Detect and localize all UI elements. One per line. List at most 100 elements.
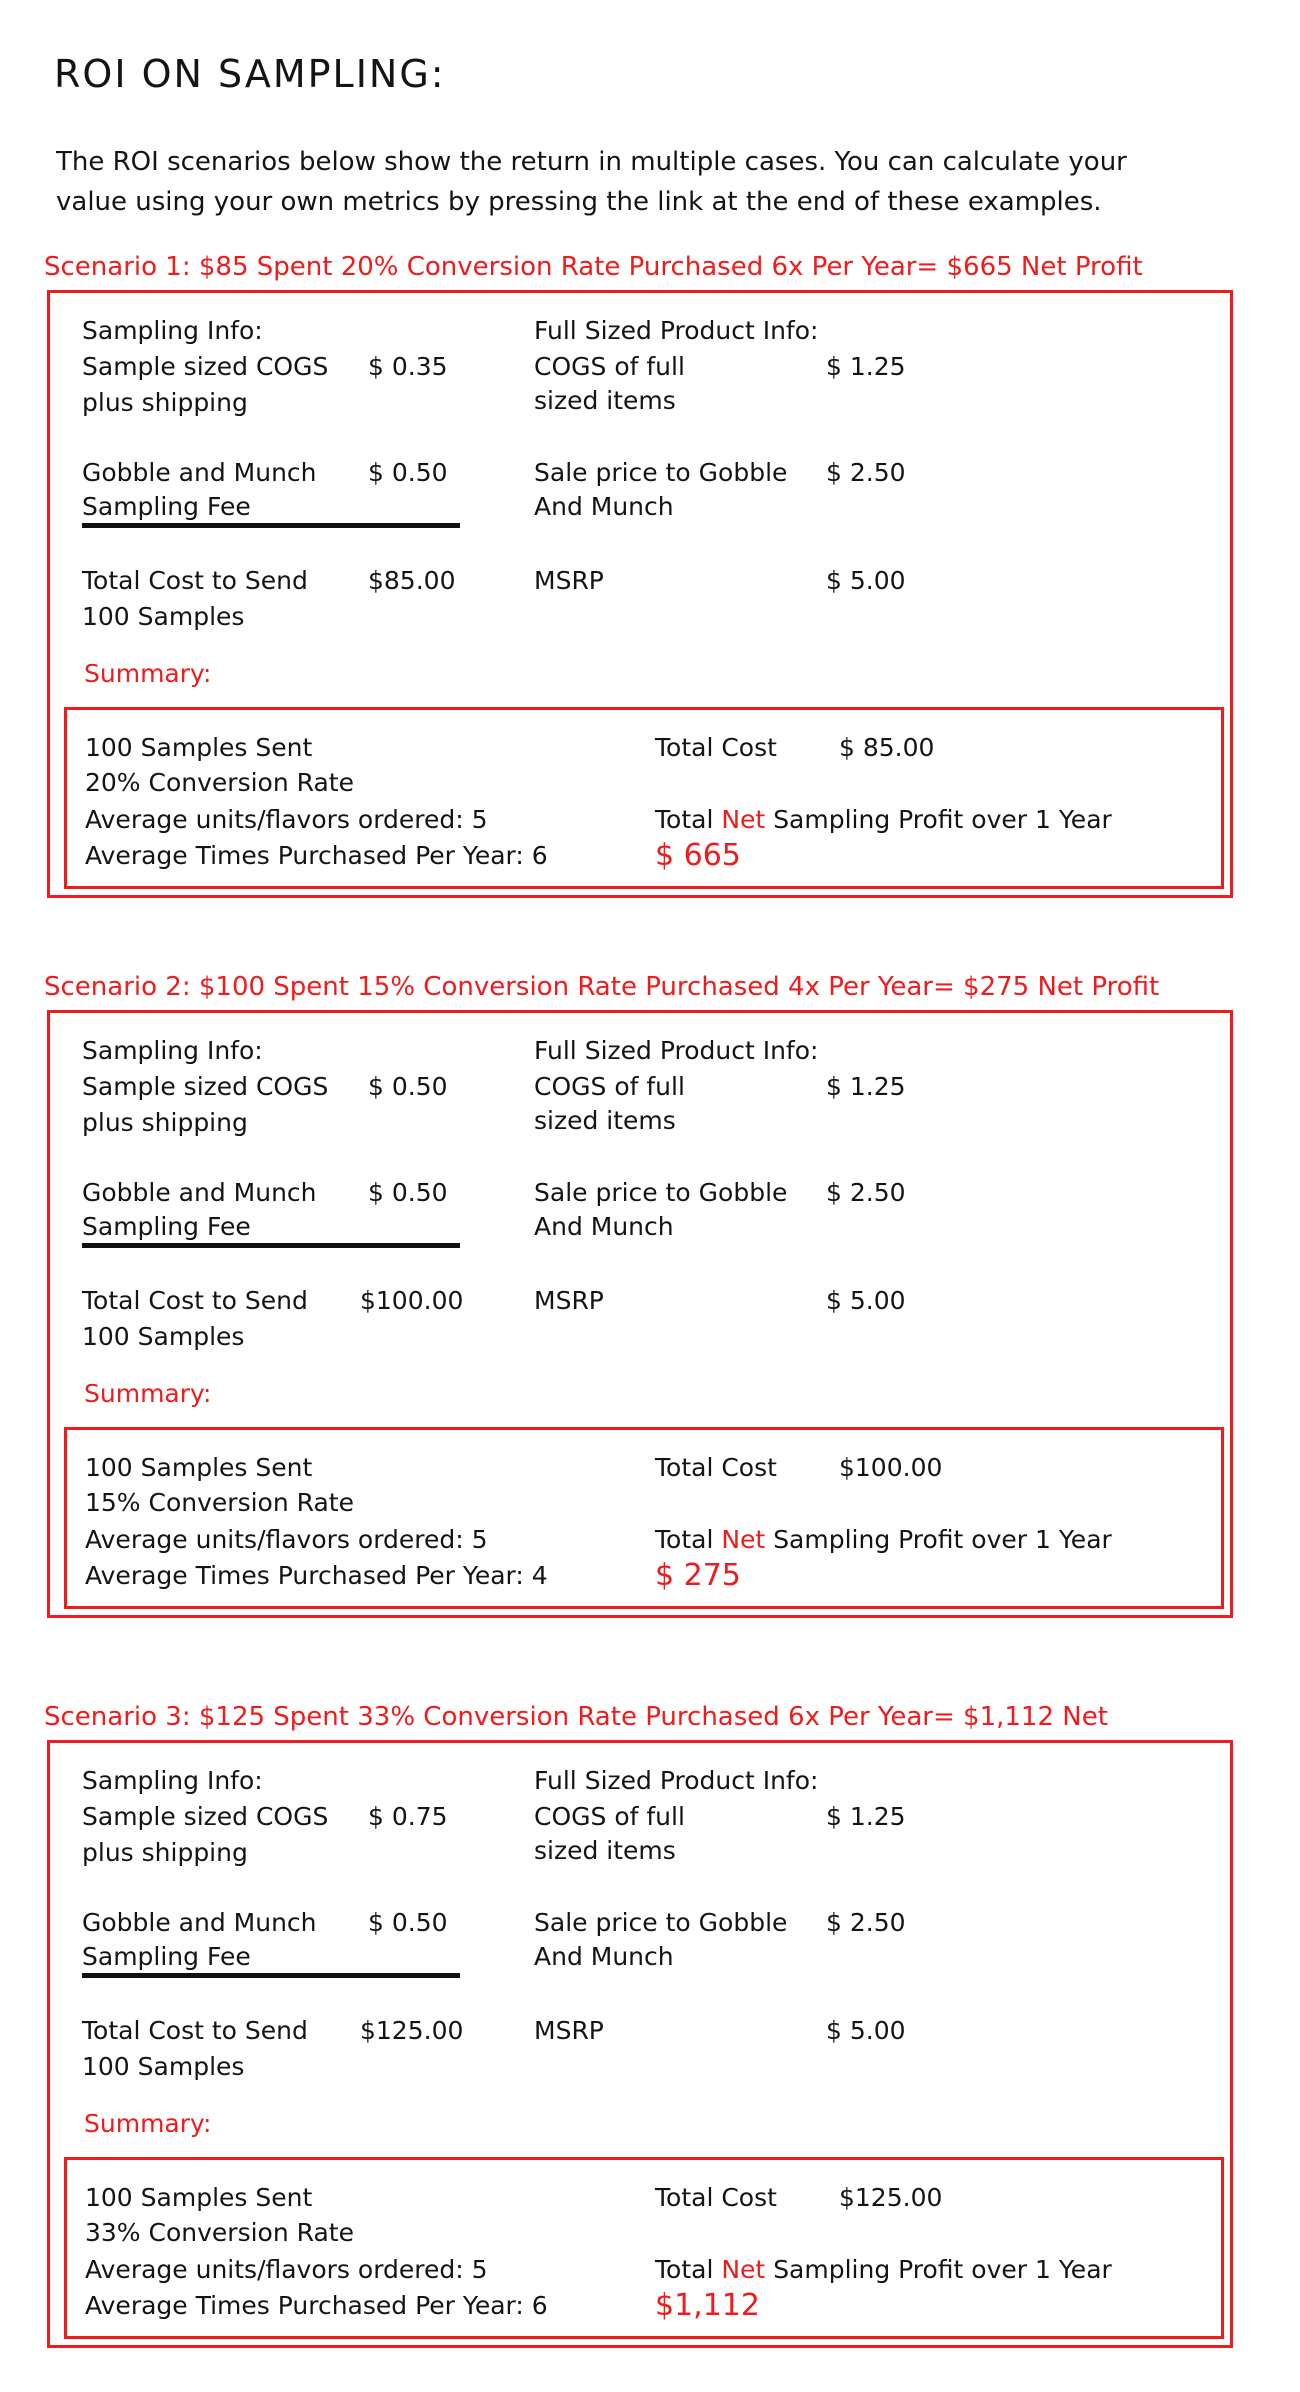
samples-label: 100 Samples (82, 2052, 245, 2081)
sample-cogs-value: $ 0.35 (368, 352, 448, 381)
full-cogs-label-line2: sized items (534, 386, 676, 415)
sale-price-label: Sale price to Gobble (534, 458, 788, 487)
full-cogs-label-line2: sized items (534, 1836, 676, 1865)
msrp-label: MSRP (534, 1286, 604, 1315)
underline-rule (82, 1973, 460, 1978)
sale-price-label: Sale price to Gobble (534, 1178, 788, 1207)
underline-rule (82, 1243, 460, 1248)
fee-label-line2: Sampling Fee (82, 1942, 251, 1971)
samples-sent: 100 Samples Sent (85, 1453, 313, 1482)
scenario-box: Sampling Info: Sample sized COGS $ 0.75 … (47, 1740, 1233, 2348)
net-profit-label: Total Net Sampling Profit over 1 Year (655, 1522, 1112, 1558)
summary-box: 100 Samples Sent 15% Conversion Rate Ave… (64, 1427, 1224, 1609)
net-profit-value: $1,112 (655, 2288, 760, 2323)
msrp-value: $ 5.00 (826, 566, 906, 595)
conversion-rate: 20% Conversion Rate (85, 768, 354, 797)
fee-label-line2: Sampling Fee (82, 1212, 251, 1241)
full-info-label: Full Sized Product Info: (534, 316, 819, 345)
fee-label: Gobble and Munch (82, 1908, 317, 1937)
average-times-purchased: Average Times Purchased Per Year: 6 (85, 841, 548, 870)
sampling-info-label: Sampling Info: (82, 316, 263, 345)
samples-label: 100 Samples (82, 1322, 245, 1351)
average-times-purchased: Average Times Purchased Per Year: 4 (85, 1561, 548, 1590)
total-cost-value: $100.00 (839, 1453, 943, 1482)
total-cost-send-label: Total Cost to Send (82, 2016, 308, 2045)
conversion-rate: 15% Conversion Rate (85, 1488, 354, 1517)
msrp-value: $ 5.00 (826, 1286, 906, 1315)
samples-label: 100 Samples (82, 602, 245, 631)
total-cost-value: $ 85.00 (839, 733, 935, 762)
scenario-heading: Scenario 2: $100 Spent 15% Conversion Ra… (44, 972, 1160, 1002)
full-cogs-label: COGS of full (534, 1072, 685, 1101)
sampling-info-label: Sampling Info: (82, 1036, 263, 1065)
sample-cogs-value: $ 0.75 (368, 1802, 448, 1831)
net-profit-label-pre: Total (655, 1525, 714, 1554)
average-units: Average units/flavors ordered: 5 (85, 805, 488, 834)
intro-line-1: The ROI scenarios below show the return … (56, 147, 1127, 177)
sale-price-value: $ 2.50 (826, 458, 906, 487)
scenario-heading: Scenario 3: $125 Spent 33% Conversion Ra… (44, 1702, 1108, 1732)
net-profit-label-pre: Total (655, 2255, 714, 2284)
sale-price-value: $ 2.50 (826, 1178, 906, 1207)
net-profit-label-post: Sampling Profit over 1 Year (773, 2255, 1112, 2284)
full-cogs-value: $ 1.25 (826, 352, 906, 381)
net-profit-label-post: Sampling Profit over 1 Year (773, 1525, 1112, 1554)
msrp-value: $ 5.00 (826, 2016, 906, 2045)
scenario-heading: Scenario 1: $85 Spent 20% Conversion Rat… (44, 252, 1143, 282)
net-profit-label-net: Net (721, 805, 766, 834)
msrp-label: MSRP (534, 2016, 604, 2045)
total-cost-send-label: Total Cost to Send (82, 566, 308, 595)
sale-price-label-line2: And Munch (534, 1212, 674, 1241)
net-profit-value: $ 275 (655, 1558, 741, 1593)
summary-label: Summary: (84, 1379, 212, 1408)
full-cogs-label: COGS of full (534, 1802, 685, 1831)
total-cost-send-label: Total Cost to Send (82, 1286, 308, 1315)
average-units: Average units/flavors ordered: 5 (85, 2255, 488, 2284)
plus-shipping-label: plus shipping (82, 1838, 248, 1867)
samples-sent: 100 Samples Sent (85, 733, 313, 762)
total-cost-send-value: $100.00 (360, 1286, 464, 1315)
intro-line-2: value using your own metrics by pressing… (56, 187, 1102, 217)
fee-value: $ 0.50 (368, 1908, 448, 1937)
scenario-box: Sampling Info: Sample sized COGS $ 0.35 … (47, 290, 1233, 898)
samples-sent: 100 Samples Sent (85, 2183, 313, 2212)
msrp-label: MSRP (534, 566, 604, 595)
sale-price-label-line2: And Munch (534, 492, 674, 521)
total-cost-value: $125.00 (839, 2183, 943, 2212)
full-info-label: Full Sized Product Info: (534, 1036, 819, 1065)
page-title: ROI ON SAMPLING: (54, 52, 446, 96)
summary-label: Summary: (84, 2109, 212, 2138)
net-profit-value: $ 665 (655, 838, 741, 873)
net-profit-label: Total Net Sampling Profit over 1 Year (655, 802, 1112, 838)
sample-cogs-label: Sample sized COGS (82, 1072, 329, 1101)
summary-label: Summary: (84, 659, 212, 688)
total-cost-label: Total Cost (655, 1453, 777, 1482)
plus-shipping-label: plus shipping (82, 388, 248, 417)
fee-label-line2: Sampling Fee (82, 492, 251, 521)
sale-price-label: Sale price to Gobble (534, 1908, 788, 1937)
plus-shipping-label: plus shipping (82, 1108, 248, 1137)
sample-cogs-label: Sample sized COGS (82, 1802, 329, 1831)
net-profit-label-net: Net (721, 2255, 766, 2284)
sample-cogs-value: $ 0.50 (368, 1072, 448, 1101)
net-profit-label: Total Net Sampling Profit over 1 Year (655, 2252, 1112, 2288)
fee-label: Gobble and Munch (82, 1178, 317, 1207)
full-cogs-value: $ 1.25 (826, 1072, 906, 1101)
total-cost-label: Total Cost (655, 733, 777, 762)
summary-box: 100 Samples Sent 33% Conversion Rate Ave… (64, 2157, 1224, 2339)
fee-value: $ 0.50 (368, 458, 448, 487)
average-times-purchased: Average Times Purchased Per Year: 6 (85, 2291, 548, 2320)
intro-text: The ROI scenarios below show the return … (56, 142, 1256, 222)
summary-box: 100 Samples Sent 20% Conversion Rate Ave… (64, 707, 1224, 889)
full-cogs-label-line2: sized items (534, 1106, 676, 1135)
total-cost-label: Total Cost (655, 2183, 777, 2212)
net-profit-label-net: Net (721, 1525, 766, 1554)
full-cogs-value: $ 1.25 (826, 1802, 906, 1831)
full-info-label: Full Sized Product Info: (534, 1766, 819, 1795)
conversion-rate: 33% Conversion Rate (85, 2218, 354, 2247)
total-cost-send-value: $125.00 (360, 2016, 464, 2045)
fee-value: $ 0.50 (368, 1178, 448, 1207)
fee-label: Gobble and Munch (82, 458, 317, 487)
net-profit-label-post: Sampling Profit over 1 Year (773, 805, 1112, 834)
sample-cogs-label: Sample sized COGS (82, 352, 329, 381)
